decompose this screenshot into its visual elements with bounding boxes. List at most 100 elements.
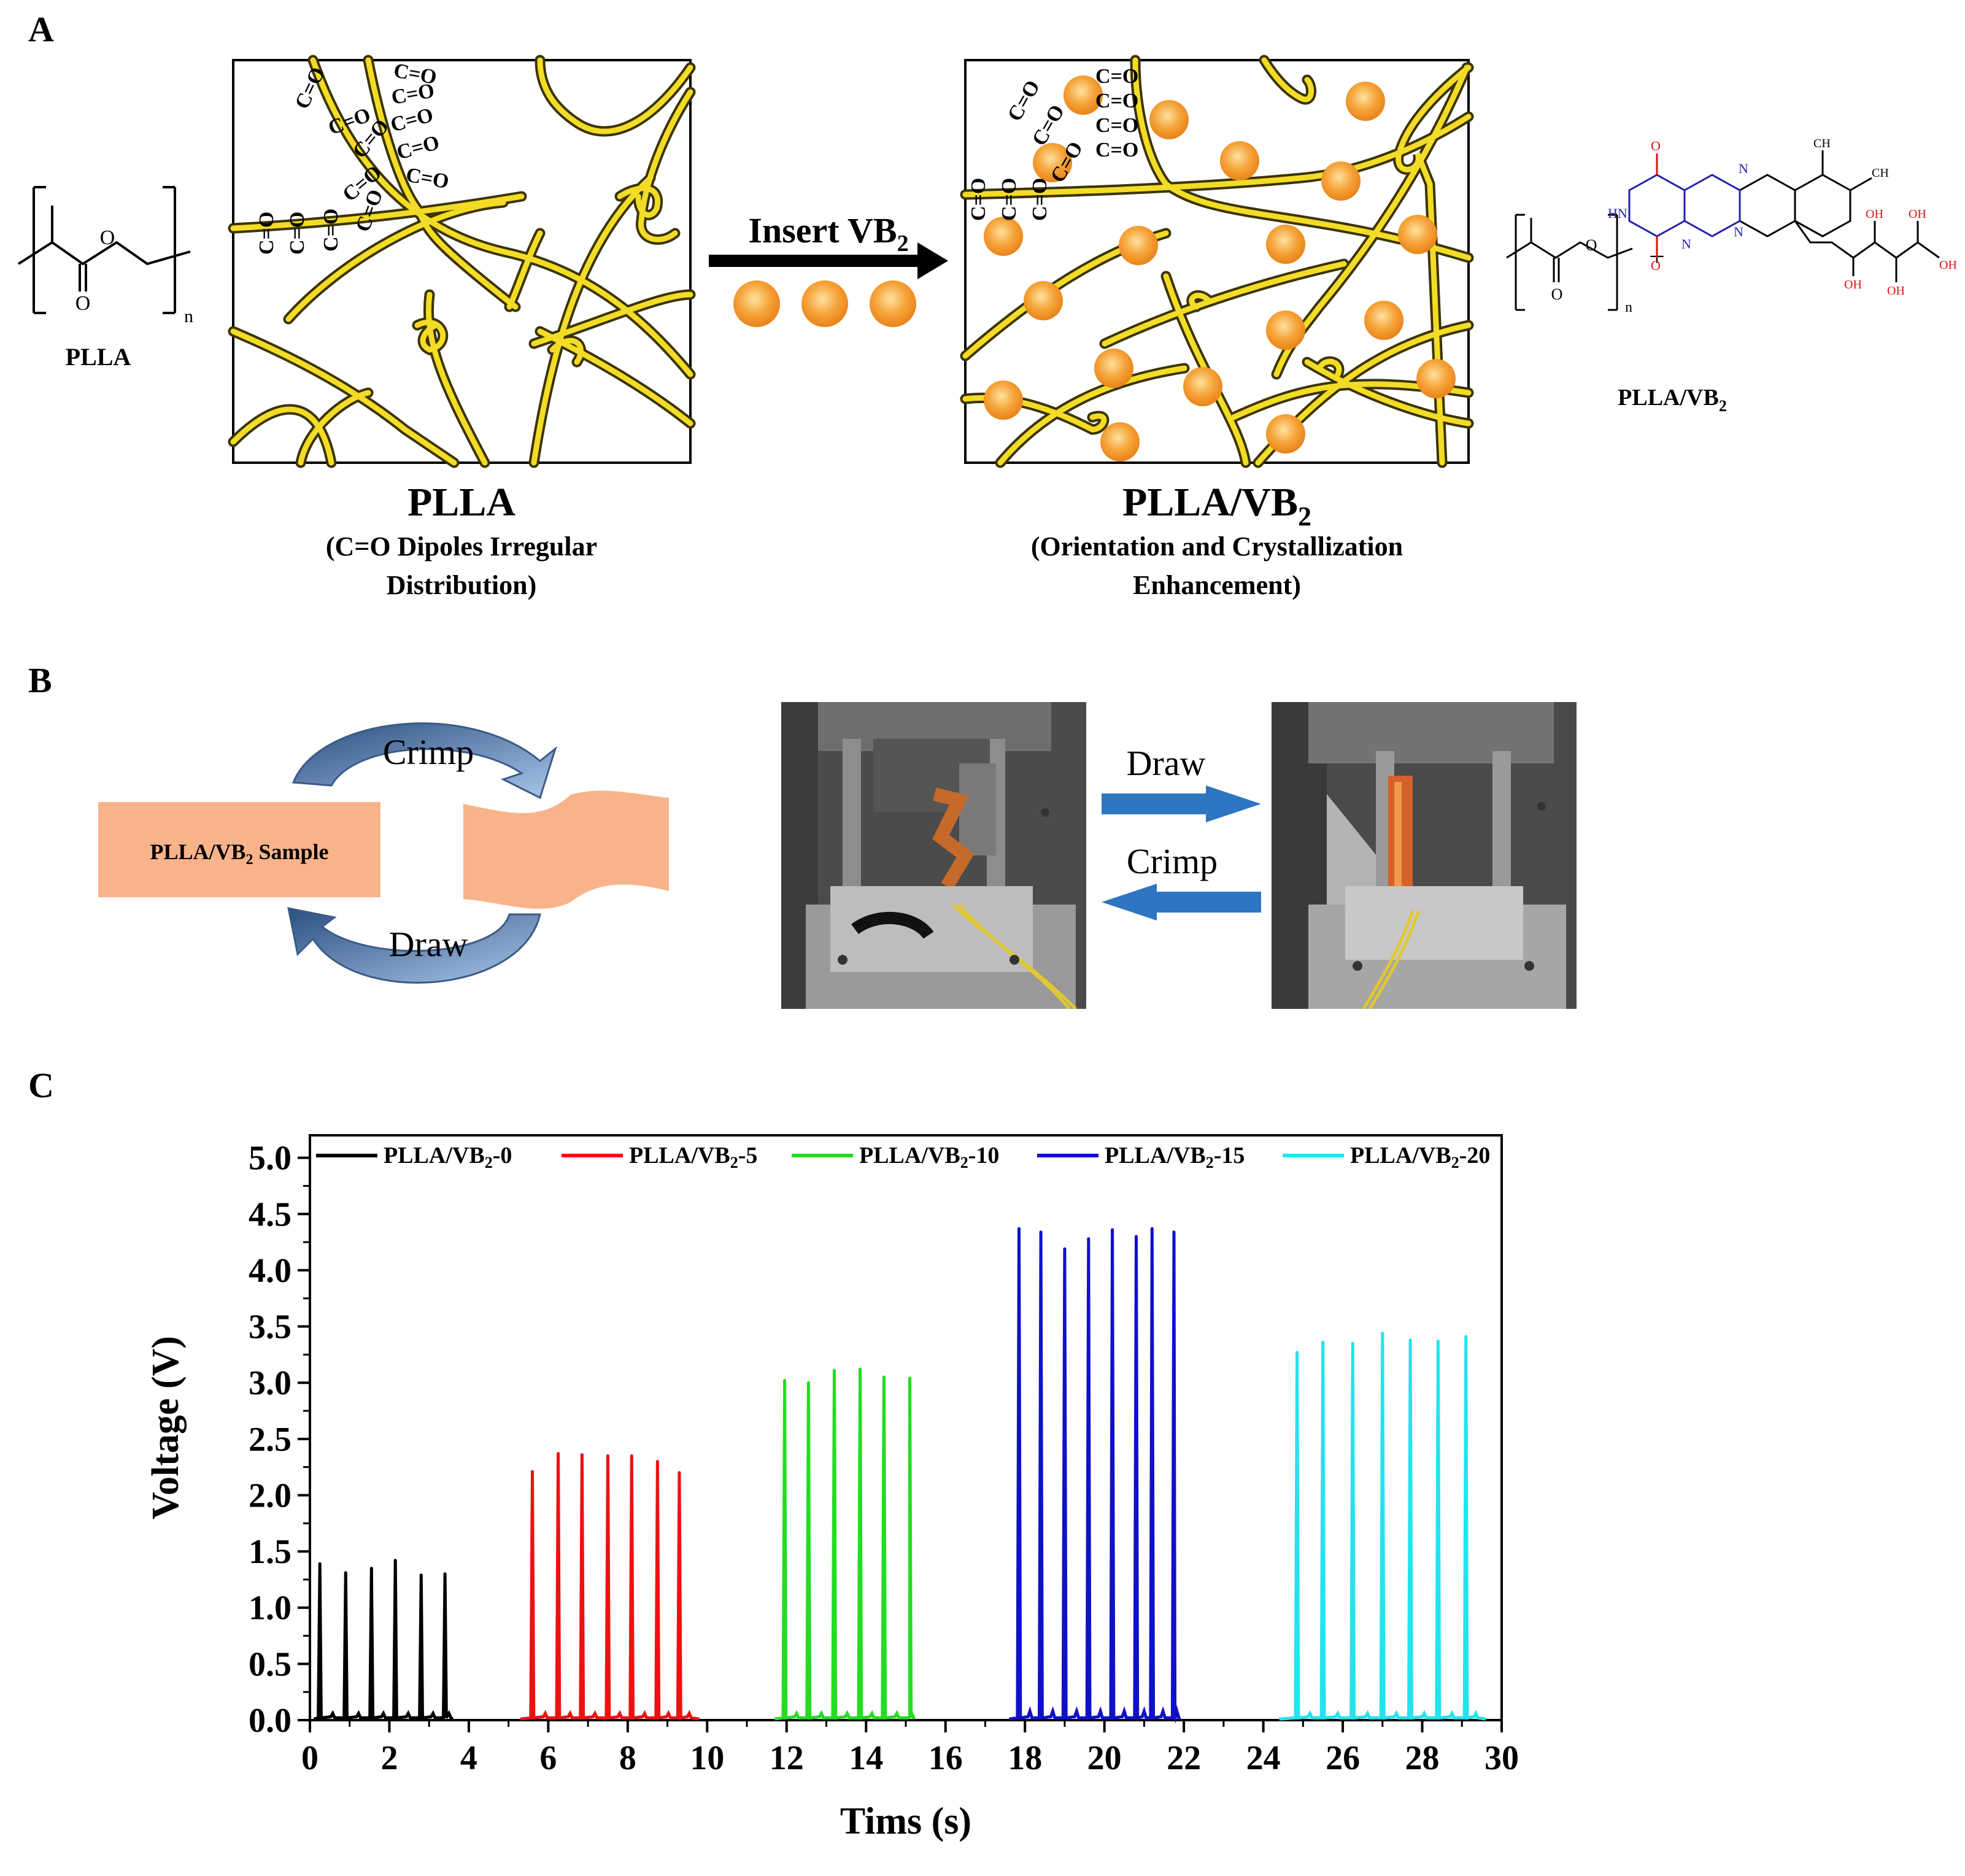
legend-label-3: PLLA/VB2-15	[1105, 1143, 1245, 1172]
svg-text:C=O: C=O	[1095, 114, 1138, 137]
series-3-peak-point	[1087, 1237, 1091, 1241]
crimped-apparatus-photo	[781, 702, 1086, 1009]
series-0-peak-point	[344, 1571, 347, 1575]
y-tick-label: 0.5	[249, 1645, 291, 1683]
draw-label: Draw	[389, 924, 468, 964]
svg-text:C=O: C=O	[255, 212, 278, 255]
crimp-label: Crimp	[383, 732, 474, 772]
y-tick-label: 4.0	[249, 1252, 291, 1290]
series-2-peak-point	[832, 1368, 836, 1372]
y-axis-label: Voltage (V)	[145, 1336, 187, 1519]
x-tick-label: 0	[301, 1739, 318, 1777]
series-0-peak-point	[318, 1562, 322, 1565]
x-tick-label: 10	[690, 1739, 724, 1777]
y-tick-label: 4.5	[249, 1195, 291, 1233]
legend-label-1: PLLA/VB2-5	[629, 1143, 757, 1172]
sample-label: PLLA/VB2 Sample	[150, 840, 328, 868]
series-2-peak-point	[882, 1375, 886, 1379]
series-0-peak-point	[369, 1567, 373, 1570]
legend-label-0: PLLA/VB2-0	[384, 1143, 512, 1172]
series-0-peak-point	[443, 1572, 447, 1576]
y-tick-label: 1.0	[249, 1589, 291, 1627]
pla-box-subtitle-2: Distribution)	[387, 570, 536, 600]
series-2-peak-point	[806, 1381, 810, 1384]
x-tick-label: 4	[460, 1739, 477, 1777]
legend-label-2: PLLA/VB2-10	[859, 1143, 999, 1172]
svg-text:OH: OH	[1909, 207, 1926, 221]
series-4-peak-point	[1321, 1340, 1325, 1344]
series-line-1	[520, 1453, 700, 1721]
svg-text:C=O: C=O	[286, 212, 309, 255]
photo-crimp-arrow	[1102, 884, 1261, 921]
pla-box-title: PLLA	[407, 480, 515, 525]
riboflavin-labels: CH CH N N N HN O O OH OH OH OH OH	[1608, 137, 1957, 298]
pla-vb2-right-label: PLLA/VB2	[1618, 385, 1727, 415]
carbonyl-dipoles-irregular: C=O C=O C=O C=O C=O C=O C=O C=O C=O C=O …	[255, 59, 450, 255]
y-tick-label: 0.0	[249, 1702, 291, 1740]
svg-text:C=O: C=O	[1029, 178, 1051, 221]
pla-vb2-box-subtitle-1: (Orientation and Crystallization	[1031, 531, 1403, 562]
svg-text:O: O	[1651, 138, 1661, 153]
x-tick-label: 26	[1326, 1739, 1360, 1777]
series-3-peak-point	[1150, 1227, 1154, 1230]
series-1-peak-point	[557, 1452, 560, 1456]
svg-text:C=O: C=O	[998, 178, 1021, 221]
panel-b-scheme: Crimp Draw PLLA/VB2 Sample Draw Crimp	[98, 722, 1261, 984]
panel-a-scheme: O O n PLLA	[17, 55, 1957, 600]
svg-text:CH: CH	[1813, 137, 1831, 150]
pla-fiber-box: C=O C=O C=O C=O C=O C=O C=O C=O C=O C=O …	[228, 55, 696, 468]
pla-vb2-structure	[1506, 214, 1633, 311]
series-0-peak-point	[393, 1559, 397, 1562]
svg-text:OH: OH	[1866, 207, 1883, 221]
series-4-peak-point	[1408, 1338, 1412, 1342]
series-line-0	[313, 1560, 454, 1721]
svg-text:C=O: C=O	[1095, 139, 1138, 161]
flat-sample	[98, 802, 380, 897]
series-1-peak-point	[655, 1459, 659, 1463]
pla-monomer-label: PLLA	[66, 343, 131, 371]
pla-vb2-subscript: n	[1625, 299, 1632, 315]
x-axis-label: Tims (s)	[840, 1801, 971, 1842]
series-1-peak-point	[580, 1453, 584, 1456]
drawn-apparatus-photo	[1272, 702, 1577, 1009]
pla-vb2-box-subtitle-2: Enhancement)	[1133, 570, 1301, 600]
series-4-peak-point	[1381, 1332, 1384, 1335]
pla-vb2-box-title: PLLA/VB2	[1122, 480, 1311, 531]
series-line-2	[774, 1369, 916, 1721]
series-0-peak-point	[419, 1573, 423, 1577]
crimp-curved-arrow	[291, 722, 557, 800]
x-tick-label: 12	[770, 1739, 804, 1777]
insert-vb2-arrow	[709, 242, 948, 279]
svg-text:O: O	[1651, 258, 1661, 273]
series-1-peak-point	[606, 1454, 609, 1457]
pla-monomer-structure	[17, 186, 191, 314]
y-tick-label: 3.5	[249, 1308, 291, 1346]
y-tick-label: 2.5	[249, 1421, 291, 1459]
pla-monomer-carbonyl-o: O	[75, 292, 91, 315]
series-3-peak-point	[1039, 1230, 1043, 1234]
pla-monomer-o: O	[100, 226, 115, 249]
x-tick-label: 6	[539, 1739, 557, 1777]
series-3-peak-point	[1134, 1235, 1138, 1238]
x-tick-label: 30	[1484, 1739, 1519, 1777]
svg-text:C=O: C=O	[1095, 90, 1138, 112]
x-tick-label: 24	[1246, 1739, 1281, 1777]
draw-curved-arrow	[287, 907, 541, 984]
svg-text:N: N	[1681, 236, 1691, 252]
svg-text:N: N	[1739, 161, 1748, 176]
photo-draw-label: Draw	[1127, 743, 1206, 783]
series-1-peak-point	[531, 1470, 535, 1473]
svg-text:OH: OH	[1844, 278, 1862, 291]
x-tick-label: 2	[380, 1739, 398, 1777]
crimped-sample	[463, 790, 669, 909]
svg-text:N: N	[1734, 224, 1743, 239]
y-tick-label: 3.0	[249, 1364, 291, 1402]
vb2-beads	[733, 280, 916, 327]
series-2-peak-point	[783, 1379, 787, 1383]
series-3-peak-point	[1063, 1247, 1067, 1251]
series-1-peak-point	[678, 1471, 681, 1475]
x-tick-label: 22	[1167, 1739, 1201, 1777]
series-4-peak-point	[1295, 1351, 1299, 1354]
pla-monomer-subscript: n	[184, 306, 193, 326]
